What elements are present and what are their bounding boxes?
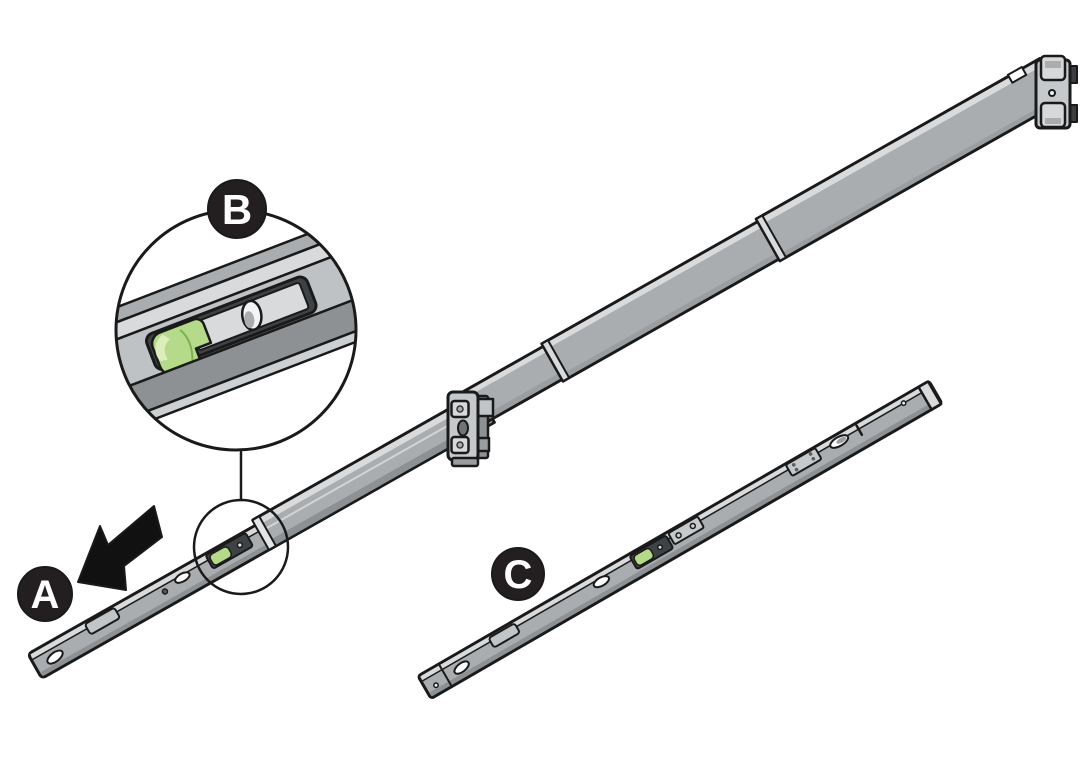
bracket-top-tab: [476, 397, 495, 418]
slide-step-edge: [251, 515, 277, 551]
release-button-recess: [205, 532, 254, 569]
slide-direction-arrow-icon: [77, 505, 163, 591]
bracket-hole: [457, 419, 469, 437]
callout-a-label: A: [31, 573, 60, 617]
callout-c-badge: C: [491, 547, 545, 601]
oval-slot: [174, 571, 191, 584]
tube-section-2: [540, 219, 783, 383]
front-slide-rail: [27, 391, 496, 679]
magnified-rail-detail: [116, 215, 356, 436]
rail-c-end-cap: [917, 380, 943, 411]
tube-joint-edge: [540, 339, 571, 383]
latch-cutout-c: [488, 623, 520, 648]
rear-mounting-bracket: [1034, 54, 1078, 130]
rivet-hole: [161, 588, 169, 595]
tube-section-3: [754, 56, 1066, 263]
green-release-button: [209, 546, 233, 566]
screw-plate-c: [667, 516, 705, 545]
keyhole-slot-c1: [453, 660, 470, 675]
button-slot-hole: [236, 541, 243, 549]
release-button-recess-c: [629, 535, 674, 570]
rear-bracket-bottom-face: [1045, 118, 1061, 124]
callout-b-badge: B: [207, 179, 267, 239]
four-hole-plate-c: [785, 447, 822, 477]
oval-latch-slot-c: [829, 434, 850, 449]
telescoping-tube: [461, 56, 1066, 427]
tube-end-notch: [1006, 66, 1028, 84]
inner-rail-c: [417, 380, 943, 699]
green-release-button-c: [633, 547, 655, 566]
bracket-foot: [450, 456, 480, 468]
end-plate-seam: [438, 664, 452, 686]
callout-c-label: C: [504, 553, 533, 597]
rear-hole-c: [900, 400, 907, 407]
rear-bracket-top-face: [1045, 61, 1061, 68]
keyhole-slot: [46, 649, 64, 665]
magnifier-callout-b: B: [114, 179, 358, 452]
magnified-bottom-edge: [116, 316, 356, 436]
tube-joint-edge-2: [755, 214, 787, 262]
bracket-side-pin: [476, 436, 491, 453]
end-plate-hole: [433, 682, 439, 689]
tick-slot-c: [855, 424, 864, 437]
latch-cutout: [84, 607, 121, 635]
callout-b-label: B: [222, 186, 252, 233]
rear-bracket-hole: [1048, 89, 1056, 97]
keyhole-slot-c2: [592, 575, 611, 589]
top-rail-assembly: [27, 56, 1066, 679]
magnified-oval-hole: [240, 299, 263, 332]
front-mounting-bracket: [446, 390, 495, 468]
callout-a-badge: A: [17, 566, 73, 622]
